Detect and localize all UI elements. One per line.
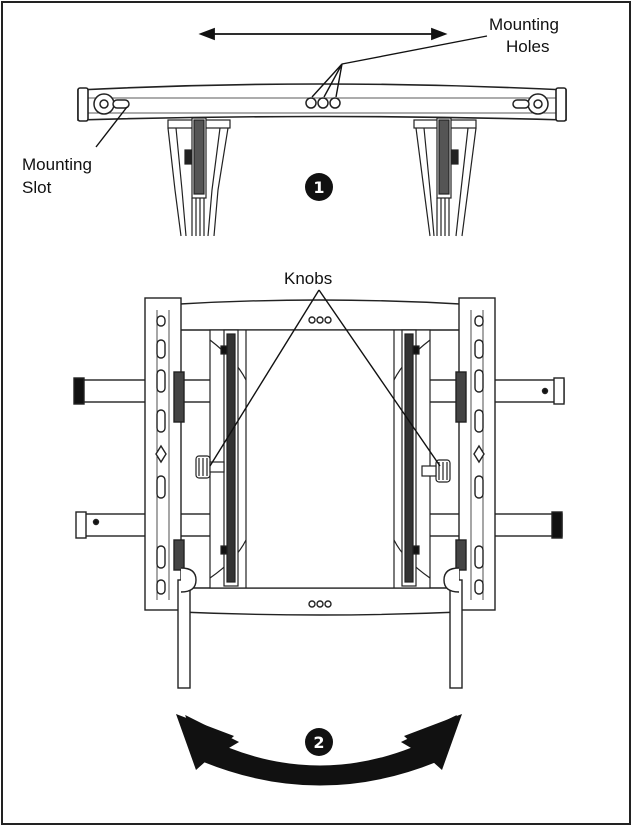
knobs-label: Knobs <box>284 269 332 288</box>
mounting-slot-label-line1: Mounting <box>22 155 92 174</box>
vertical-bracket-right <box>401 329 420 587</box>
center-frame <box>209 329 431 589</box>
tilt-rotation-arrow <box>176 714 462 786</box>
mounting-slot <box>93 93 130 115</box>
step-2-badge: 2 <box>305 728 333 756</box>
width-arrow <box>198 27 448 41</box>
leader-lines-top <box>95 35 488 148</box>
mounting-holes-label-line1: Mounting <box>489 15 559 34</box>
mounting-slot-right <box>512 93 549 115</box>
side-upright-right <box>443 297 496 689</box>
knob-left <box>195 455 225 479</box>
front-view-mount: Knobs <box>73 269 565 689</box>
arm-assembly-right <box>413 117 477 237</box>
vertical-bracket-left <box>220 329 239 587</box>
back-rail-bottom <box>179 587 461 616</box>
step-1-badge: 1 <box>305 173 333 201</box>
step-2-number: 2 <box>313 733 324 752</box>
mounting-holes-label-line2: Holes <box>506 37 549 56</box>
arm-assembly-left <box>167 117 231 237</box>
side-upright-left <box>144 297 197 689</box>
step-1-number: 1 <box>313 178 324 197</box>
mounting-slot-label-line2: Slot <box>22 178 52 197</box>
top-view-bracket: Mounting Holes Mounting Slot 1 <box>22 15 567 237</box>
leader-lines-knobs <box>209 289 441 467</box>
back-rail-top <box>179 299 461 331</box>
mounting-holes <box>305 97 341 109</box>
